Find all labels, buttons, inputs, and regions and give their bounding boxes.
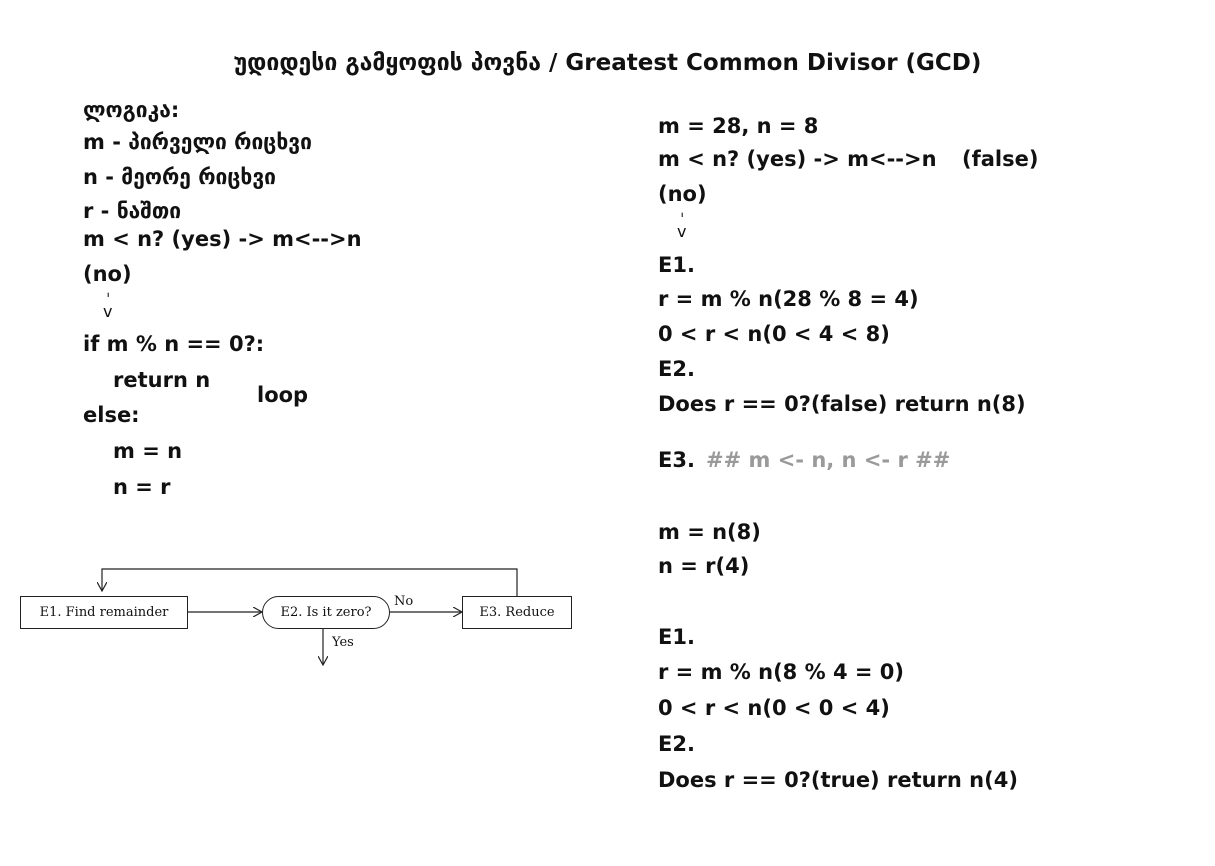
swap-result: (false) bbox=[962, 147, 1039, 171]
loop-label: loop bbox=[257, 383, 309, 407]
step-e3-label: E3. bbox=[658, 448, 695, 472]
logic-heading: ლოგიკა: bbox=[83, 98, 180, 122]
flow-box-is-zero: E2. Is it zero? bbox=[262, 596, 390, 629]
step-e1-b: E1. bbox=[658, 625, 695, 649]
definition-r: r - ნაშთი bbox=[83, 199, 182, 223]
return-statement: return n bbox=[113, 368, 211, 392]
flow-box-find-remainder-label: E1. Find remainder bbox=[39, 605, 169, 620]
zero-check-a: Does r == 0?(false) return n(8) bbox=[658, 392, 1026, 416]
flow-box-reduce-label: E3. Reduce bbox=[479, 605, 555, 620]
down-arrow-icon: ˈ v bbox=[103, 292, 112, 320]
no-branch-right: (no) bbox=[658, 182, 707, 206]
assign-m: m = n bbox=[113, 439, 183, 463]
flow-yes-label: Yes bbox=[332, 635, 354, 650]
definition-m: m - პირველი რიცხვი bbox=[83, 130, 312, 154]
else-statement: else: bbox=[83, 403, 140, 427]
flow-no-label: No bbox=[394, 594, 414, 609]
assign-n: n = r bbox=[113, 475, 171, 499]
step-e1-a: E1. bbox=[658, 253, 695, 277]
reassign-n: n = r(4) bbox=[658, 554, 750, 578]
arrow-dash: ˈ bbox=[680, 210, 685, 229]
flow-box-find-remainder: E1. Find remainder bbox=[20, 596, 188, 629]
arrow-head: v bbox=[677, 222, 687, 241]
flow-box-reduce: E3. Reduce bbox=[462, 596, 572, 629]
zero-check-b: Does r == 0?(true) return n(4) bbox=[658, 768, 1018, 792]
step-e3-comment: ## m <- n, n <- r ## bbox=[706, 448, 951, 472]
if-statement: if m % n == 0?: bbox=[83, 332, 265, 356]
swap-condition: m < n? (yes) -> m<-->n bbox=[83, 227, 362, 251]
remainder-calc-a: r = m % n(28 % 8 = 4) bbox=[658, 287, 919, 311]
no-branch: (no) bbox=[83, 262, 132, 286]
range-check-a: 0 < r < n(0 < 4 < 8) bbox=[658, 322, 890, 346]
remainder-calc-b: r = m % n(8 % 4 = 0) bbox=[658, 660, 904, 684]
page-title: უდიდესი გამყოფის პოვნა / Greatest Common… bbox=[233, 50, 982, 76]
arrow-head: v bbox=[103, 302, 113, 321]
reassign-m: m = n(8) bbox=[658, 520, 761, 544]
range-check-b: 0 < r < n(0 < 0 < 4) bbox=[658, 696, 890, 720]
arrow-dash: ˈ bbox=[106, 290, 111, 309]
step-e2-b: E2. bbox=[658, 732, 695, 756]
loop-back-line bbox=[102, 568, 518, 596]
init-values: m = 28, n = 8 bbox=[658, 114, 819, 138]
step-e2-a: E2. bbox=[658, 357, 695, 381]
swap-condition-right: m < n? (yes) -> m<-->n bbox=[658, 147, 937, 171]
definition-n: n - მეორე რიცხვი bbox=[83, 165, 277, 189]
down-arrow-icon: ˈ v bbox=[677, 212, 686, 240]
flow-box-is-zero-label: E2. Is it zero? bbox=[280, 605, 372, 620]
